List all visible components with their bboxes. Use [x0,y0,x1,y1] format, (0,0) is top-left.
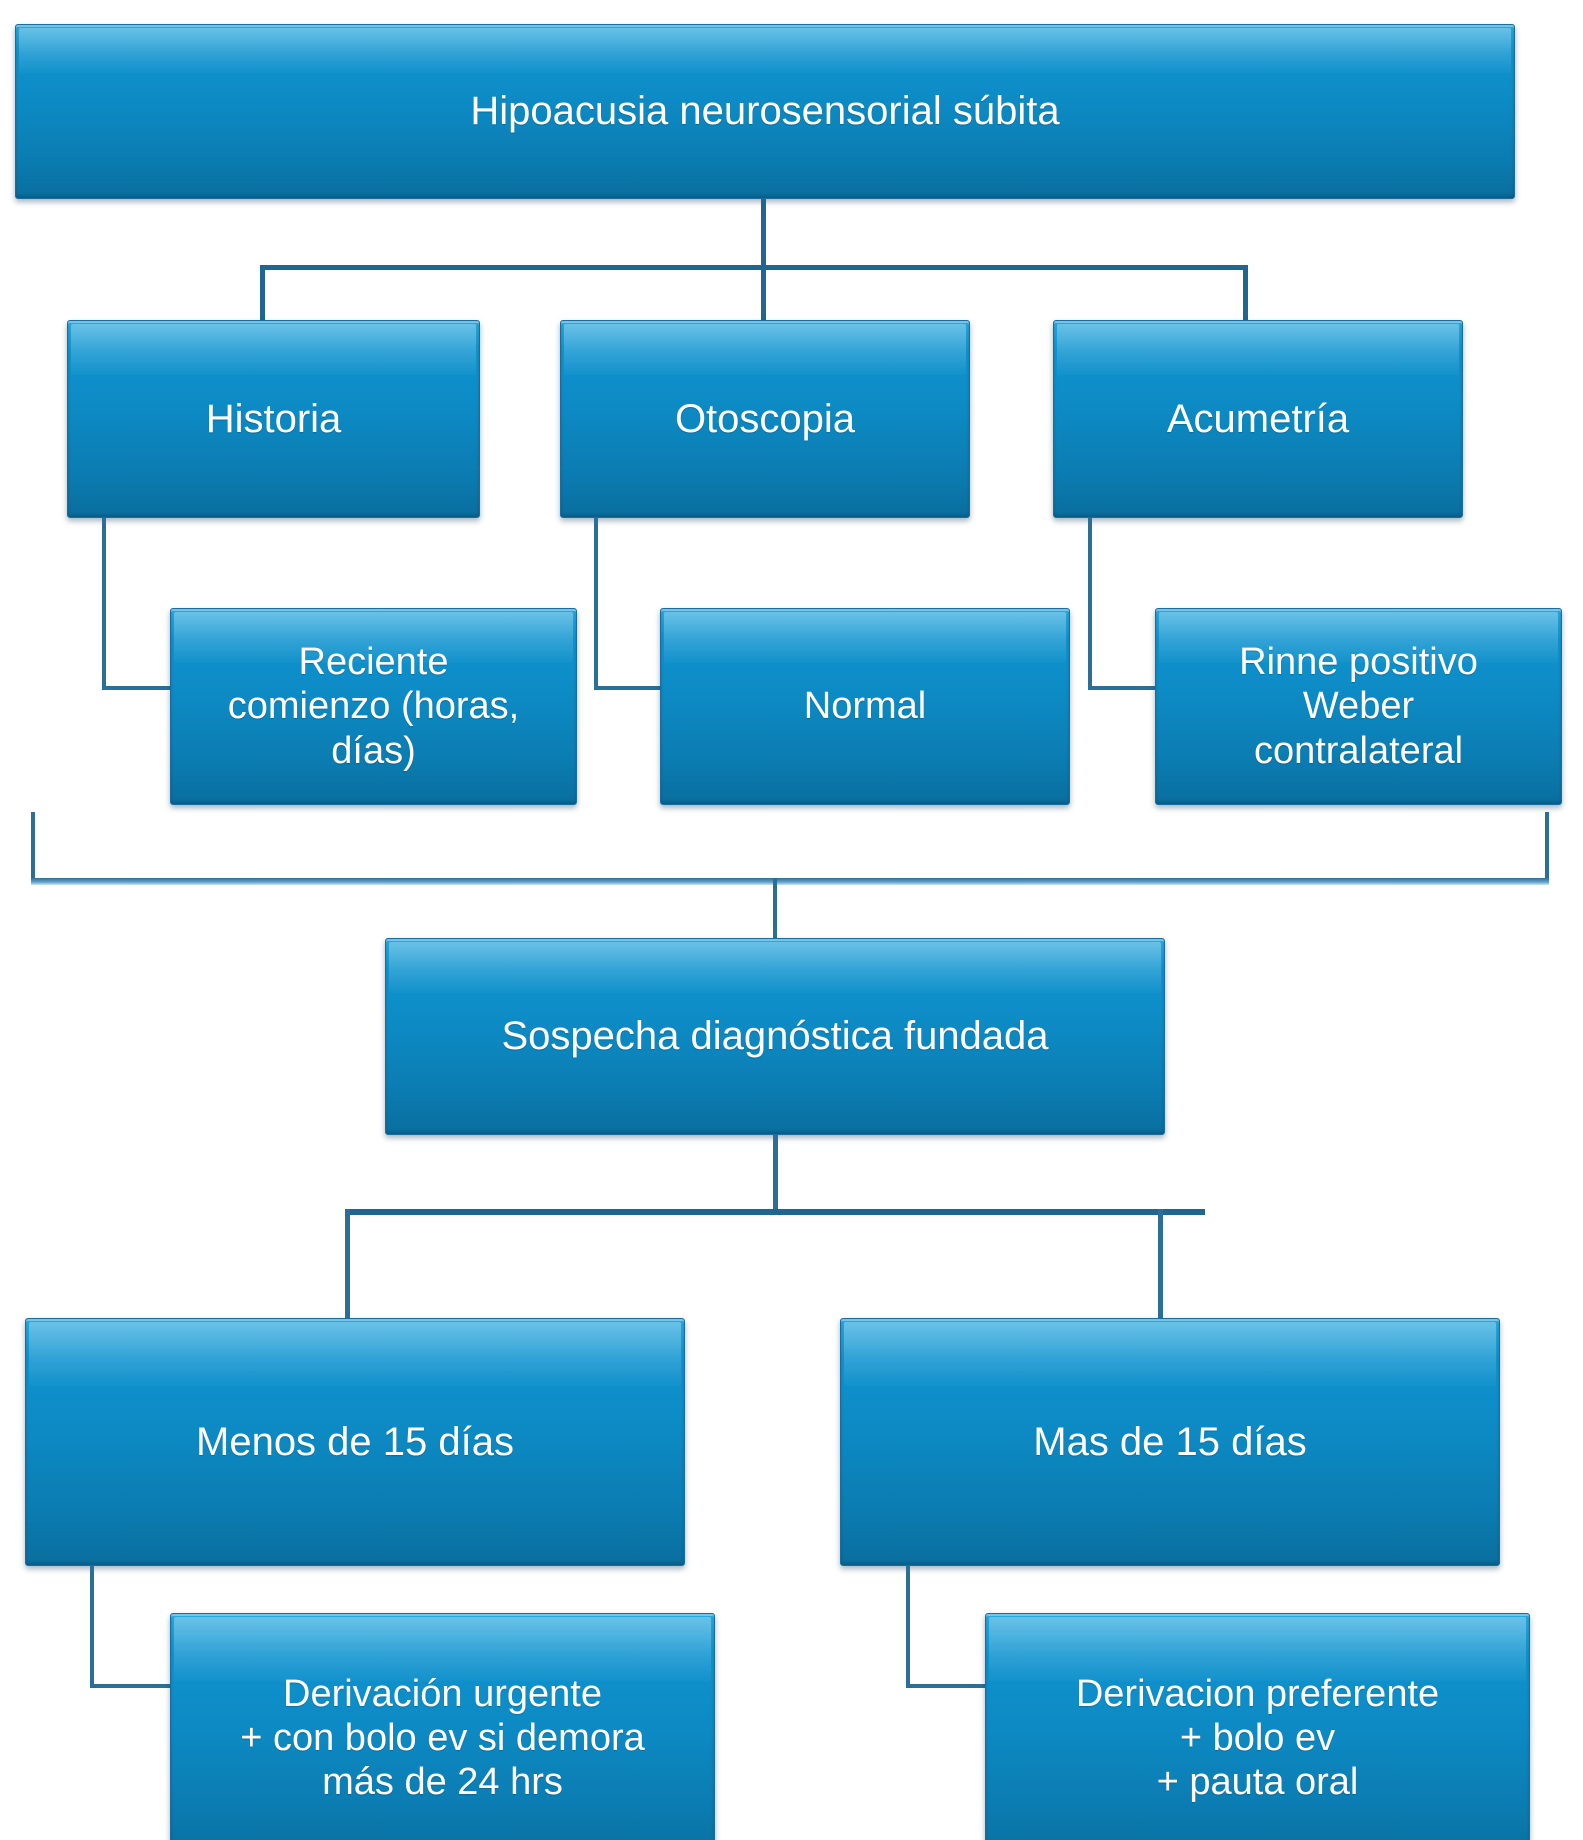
node-rinne-positivo-weber-contralateral[interactable]: Rinne positivo Weber contralateral [1155,608,1562,805]
connector-merge-to-sospecha [773,878,777,940]
node-label-menos15: Menos de 15 días [196,1419,514,1464]
connector-bus-to-historia [260,265,265,321]
connector-historia-down [102,518,106,690]
connector-menos15-right [90,1684,180,1688]
node-label-derivacion-preferente: Derivacion preferente + bolo ev + pauta … [1075,1672,1440,1804]
node-normal[interactable]: Normal [660,608,1070,805]
connector-mas15-right [906,1684,996,1688]
node-mas-de-15-dias[interactable]: Mas de 15 días [840,1318,1500,1566]
connector-mas15-down [906,1566,910,1688]
connector-acumetria-down [1088,518,1092,690]
node-label-historia: Historia [205,396,342,441]
node-label-acumetria: Acumetría [1166,396,1350,441]
connector-otoscopia-down [594,518,598,690]
node-hipoacusia-neurosensorial-subita[interactable]: Hipoacusia neurosensorial súbita [15,24,1515,199]
connector-otoscopia-right [594,686,672,690]
connector-root-down [761,199,766,268]
node-derivacion-urgente[interactable]: Derivación urgente + con bolo ev si demo… [170,1613,715,1840]
connector-bus-to-mas15 [1158,1209,1163,1319]
connector-merge-right-vertical [1545,812,1549,882]
node-acumetria[interactable]: Acumetría [1053,320,1463,518]
connector-acumetria-right [1088,686,1166,690]
node-label-rinne: Rinne positivo Weber contralateral [1239,641,1478,772]
connector-historia-right [102,686,182,690]
connector-bus-to-acumetria [1243,265,1248,321]
node-menos-de-15-dias[interactable]: Menos de 15 días [25,1318,685,1566]
node-label-mas15: Mas de 15 días [1033,1419,1307,1464]
connector-sospecha-down [773,1135,778,1213]
node-label-reciente: Reciente comienzo (horas, días) [227,641,520,772]
connector-bus-to-menos15 [345,1209,350,1319]
node-label-derivacion-urgente: Derivación urgente + con bolo ev si demo… [240,1672,645,1804]
connector-level1-bus [260,265,1248,270]
node-label-otoscopia: Otoscopia [674,396,856,441]
node-historia[interactable]: Historia [67,320,480,518]
connector-merge-left-vertical [31,812,35,882]
connector-split-bus [345,1209,1205,1215]
connector-menos15-down [90,1566,94,1688]
node-otoscopia[interactable]: Otoscopia [560,320,970,518]
node-derivacion-preferente[interactable]: Derivacion preferente + bolo ev + pauta … [985,1613,1530,1840]
node-sospecha-diagnostica-fundada[interactable]: Sospecha diagnóstica fundada [385,938,1165,1135]
node-reciente-comienzo[interactable]: Reciente comienzo (horas, días) [170,608,577,805]
connector-merge-bus [31,878,1549,885]
node-label-sospecha: Sospecha diagnóstica fundada [501,1014,1049,1059]
node-label-normal: Normal [803,685,927,728]
connector-bus-to-otoscopia [761,265,766,321]
node-label-root: Hipoacusia neurosensorial súbita [470,89,1060,134]
